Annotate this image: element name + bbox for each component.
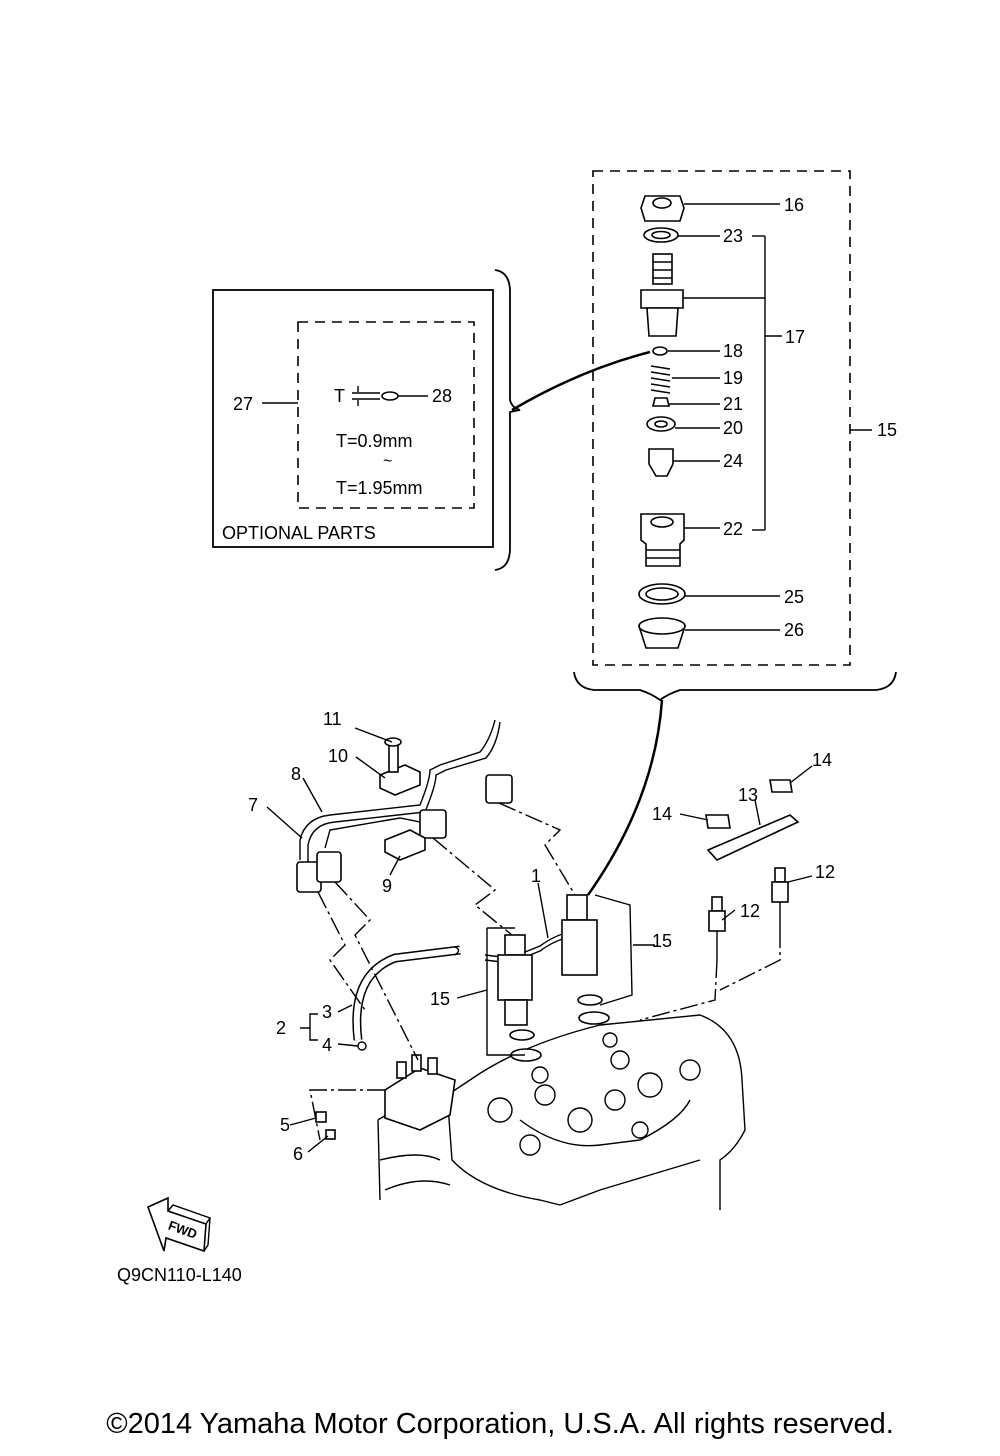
callout-11: 11 [323,709,342,729]
callout-12b: 12 [815,862,835,882]
main-assembly: 1 2 3 4 5 6 7 8 9 10 11 12 12 13 14 14 1… [248,709,835,1210]
fwd-arrow-icon: FWD [146,1196,212,1253]
callout-17: 17 [785,327,805,347]
injector-connector-line [586,699,664,896]
nozzle-detail-box: 16 23 17 18 19 21 20 24 22 25 26 15 [573,170,897,702]
callout-28: 28 [432,386,452,406]
callout-1: 1 [531,866,541,886]
optional-parts-title: OPTIONAL PARTS [222,523,376,543]
callout-16: 16 [784,195,804,215]
injector-right [561,894,610,1025]
callout-20: 20 [723,418,743,438]
injector-left [497,934,542,1062]
callout-21: 21 [723,394,743,414]
callout-22: 22 [723,519,743,539]
callout-9: 9 [382,876,392,896]
callout-7: 7 [248,795,258,815]
diagram-code: Q9CN110-L140 [117,1265,242,1285]
callout-14a: 14 [652,804,672,824]
thickness-max: T=1.95mm [336,478,423,498]
copyright-notice: ©2014 Yamaha Motor Corporation, U.S.A. A… [106,1408,894,1440]
optional-parts-box: OPTIONAL PARTS T T=0.9mm ~ T=1.95mm 27 2… [212,269,521,571]
callout-26: 26 [784,620,804,640]
callout-15b: 15 [430,989,450,1009]
callout-23: 23 [723,226,743,246]
thickness-min: T=0.9mm [336,431,413,451]
callout-24: 24 [723,451,743,471]
detail-connector-line [511,350,651,412]
callout-18: 18 [723,341,743,361]
callout-15c: 15 [877,420,897,440]
callout-19: 19 [723,368,743,388]
callout-8: 8 [291,764,301,784]
callout-25: 25 [784,587,804,607]
thickness-range-mark: ~ [383,453,392,470]
callout-3: 3 [322,1002,332,1022]
callout-2: 2 [276,1018,286,1038]
callout-4: 4 [322,1035,332,1055]
callout-13: 13 [738,785,758,805]
callout-14b: 14 [812,750,832,770]
thickness-symbol: T [334,386,345,406]
callout-5: 5 [280,1115,290,1135]
callout-15a: 15 [652,931,672,951]
callout-10: 10 [328,746,348,766]
callout-27: 27 [233,394,253,414]
callout-12a: 12 [740,901,760,921]
callout-6: 6 [293,1144,303,1164]
